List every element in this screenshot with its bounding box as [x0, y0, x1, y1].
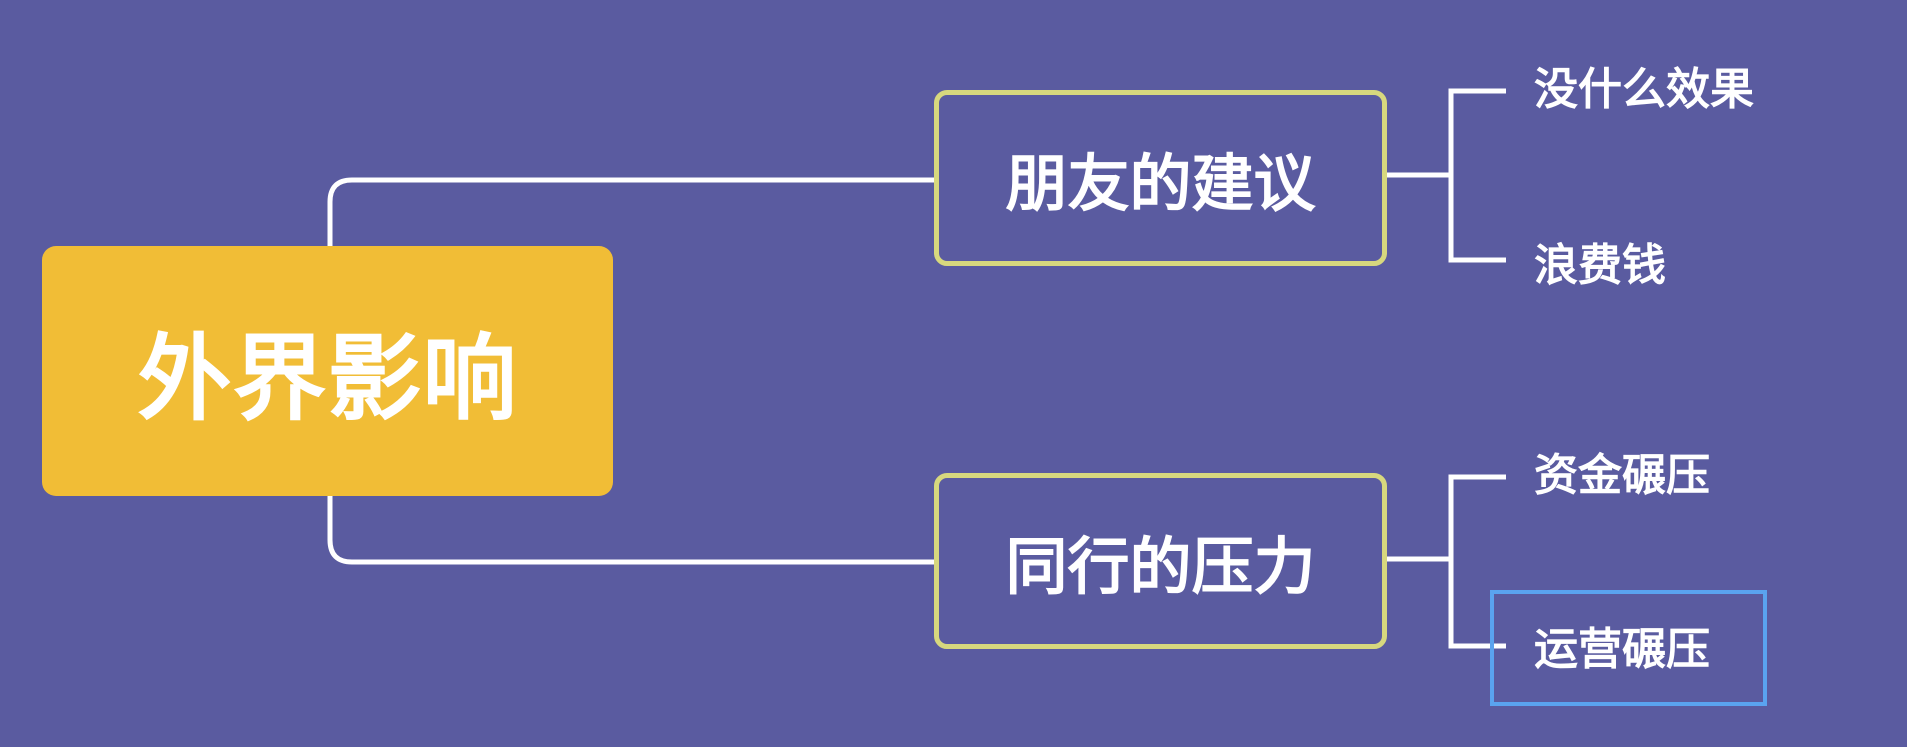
leaf-node-label: 没什么效果 — [1534, 64, 1754, 115]
leaf-node-operations-pressure[interactable]: 运营碾压 — [1534, 628, 1710, 672]
connector-root-to-top-branch — [327, 177, 934, 246]
leaf-node-label: 资金碾压 — [1534, 450, 1710, 501]
branch-node-peer-pressure[interactable]: 同行的压力 — [934, 473, 1387, 649]
leaf-node-label: 运营碾压 — [1534, 624, 1710, 675]
branch-node-friends-advice[interactable]: 朋友的建议 — [934, 90, 1387, 266]
branch-node-label: 同行的压力 — [1005, 530, 1316, 603]
root-node-label: 外界影响 — [137, 325, 518, 434]
leaf-node-no-effect[interactable]: 没什么效果 — [1534, 68, 1754, 112]
connector-top-branch-bracket — [1448, 88, 1506, 263]
leaf-node-waste-money[interactable]: 浪费钱 — [1534, 244, 1666, 288]
branch-node-label: 朋友的建议 — [1005, 147, 1316, 220]
leaf-node-funding-pressure[interactable]: 资金碾压 — [1534, 454, 1710, 498]
selection-highlight[interactable] — [1490, 590, 1767, 706]
leaf-node-label: 浪费钱 — [1534, 240, 1666, 291]
connector-root-to-bottom-branch — [327, 496, 934, 565]
root-node[interactable]: 外界影响 — [42, 246, 613, 496]
